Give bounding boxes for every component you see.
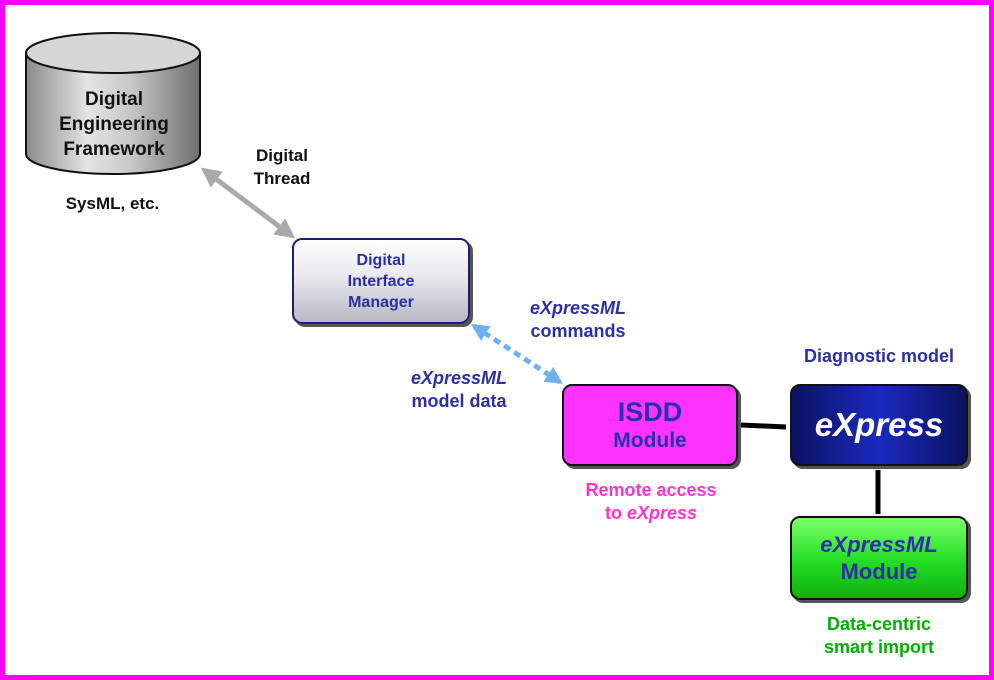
expressml-module-title: eXpressML <box>820 532 938 557</box>
digital-thread-label: Digital Thread <box>232 144 332 190</box>
isdd-caption-to: to <box>604 503 622 523</box>
framework-title-line: Engineering <box>59 114 169 135</box>
commands-label-italic: eXpressML <box>529 298 627 318</box>
isdd-caption: Remote access to eXpress <box>562 479 740 525</box>
isdd-caption-italic: eXpress <box>626 503 698 523</box>
diagnostic-model-caption: Diagnostic model <box>803 346 955 366</box>
isdd-express-link <box>740 422 787 430</box>
framework-caption: SysML, etc. <box>65 194 160 213</box>
framework-title-line: Digital <box>84 89 144 110</box>
model-data-label-text: model data <box>411 391 507 411</box>
framework-title: Digital Engineering Framework <box>28 87 200 162</box>
commands-data-arrow <box>471 323 563 385</box>
isdd-subtitle: Module <box>613 428 687 452</box>
interface-manager-line: Manager <box>348 293 414 311</box>
isdd-caption-line: Remote access <box>585 480 717 500</box>
express-title: eXpress <box>814 406 944 443</box>
digital-thread-line: Thread <box>253 169 311 188</box>
model-data-label-italic: eXpressML <box>410 368 508 388</box>
expressml-module-subtitle: Module <box>840 559 918 584</box>
expressml-caption-line: smart import <box>823 637 935 657</box>
model-data-label: eXpressML model data <box>392 367 526 413</box>
isdd-module-box: ISDD Module <box>562 384 738 466</box>
digital-thread-arrow <box>200 167 296 239</box>
interface-manager-line: Digital <box>356 251 406 269</box>
digital-interface-manager-box: Digital Interface Manager <box>292 238 470 324</box>
isdd-caption-line: to eXpress <box>562 502 740 525</box>
expressml-module-caption: Data-centric smart import <box>790 613 968 659</box>
commands-label-text: commands <box>530 321 626 341</box>
isdd-title: ISDD <box>617 396 683 427</box>
express-box: eXpress <box>790 384 968 466</box>
expressml-caption-line: Data-centric <box>826 614 932 634</box>
database-cylinder-icon <box>25 32 201 175</box>
interface-manager-line: Interface <box>347 272 415 290</box>
commands-label: eXpressML commands <box>510 297 646 343</box>
framework-title-line: Framework <box>63 139 165 160</box>
digital-thread-line: Digital <box>256 146 308 165</box>
expressml-module-box: eXpressML Module <box>790 516 968 600</box>
